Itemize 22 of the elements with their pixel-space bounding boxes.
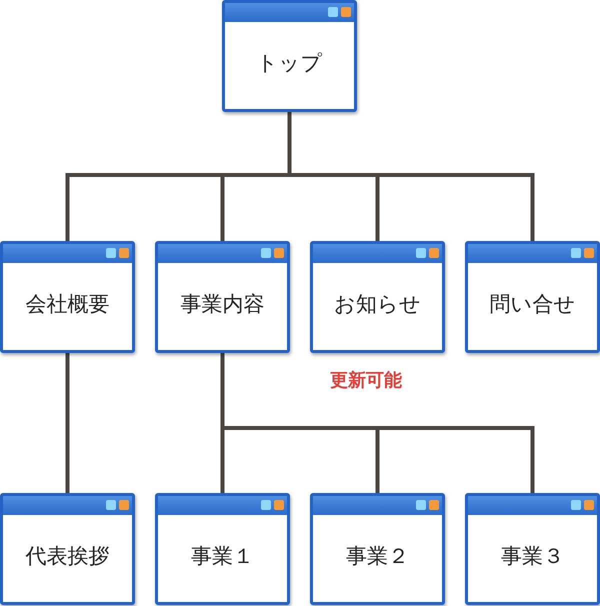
page-label: 事業３ [500, 543, 565, 570]
page-label: トップ [256, 50, 324, 77]
window-box [310, 493, 445, 605]
window-box [155, 493, 290, 605]
window-box [465, 493, 600, 605]
page-label: 会社概要 [24, 291, 110, 318]
note-text: 更新可能 [330, 369, 402, 392]
page-label: 事業１ [190, 543, 255, 570]
connector-line [66, 352, 70, 494]
window-box [222, 0, 357, 112]
window-box [155, 241, 290, 353]
page-label: 事業内容 [180, 291, 266, 318]
window-box [310, 241, 445, 353]
page-label: 問い合せ [488, 291, 576, 318]
window-box [0, 493, 135, 605]
page-label: 代表挨拶 [24, 543, 110, 570]
window-box [0, 241, 135, 353]
page-label: お知らせ [333, 291, 422, 318]
connector-line [288, 111, 534, 242]
window-box [465, 241, 600, 353]
connector-line [220, 352, 534, 494]
page-label: 事業２ [345, 543, 410, 570]
